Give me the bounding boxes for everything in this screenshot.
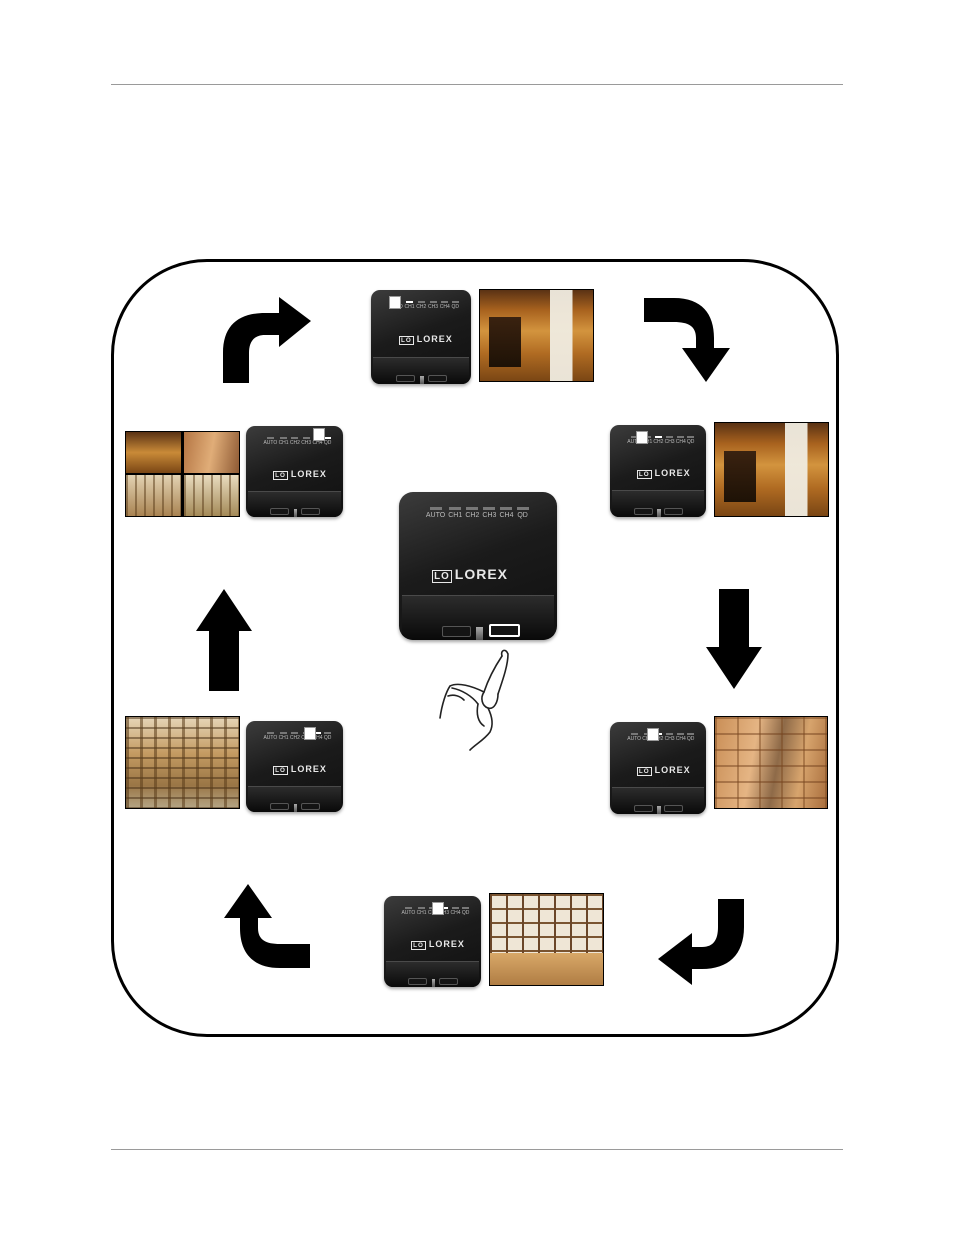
camera-view-quad (125, 431, 240, 517)
straight-arrow-icon (194, 589, 254, 691)
curved-arrow-icon (640, 292, 736, 384)
active-led-highlight (636, 431, 648, 444)
camera-view-office (489, 893, 604, 986)
camera-view-room (714, 422, 829, 517)
camera-view-warehouse (125, 716, 240, 809)
camera-view-room (479, 289, 594, 382)
sequence-button[interactable] (489, 624, 520, 637)
camera-view-boxes (714, 716, 828, 809)
active-led-highlight (647, 728, 659, 741)
pointing-hand-icon (432, 646, 522, 752)
curved-arrow-icon (222, 882, 314, 972)
led-row: AUTO CH1 CH2 CH3 CH4 QD (426, 507, 529, 521)
active-led-highlight (304, 727, 316, 740)
active-led-highlight (313, 428, 325, 441)
header-rule (111, 84, 843, 85)
active-led-highlight (389, 296, 401, 309)
led-row: AUTO CH1 CH2 CH3 CH4 QD (627, 733, 694, 742)
led-row: AUTO CH1 CH2 CH3 CH4 QD (263, 732, 331, 741)
curved-arrow-icon (221, 295, 313, 385)
curved-arrow-icon (656, 897, 748, 987)
straight-arrow-icon (704, 589, 764, 689)
active-led-highlight (432, 902, 444, 915)
footer-rule (111, 1149, 843, 1150)
